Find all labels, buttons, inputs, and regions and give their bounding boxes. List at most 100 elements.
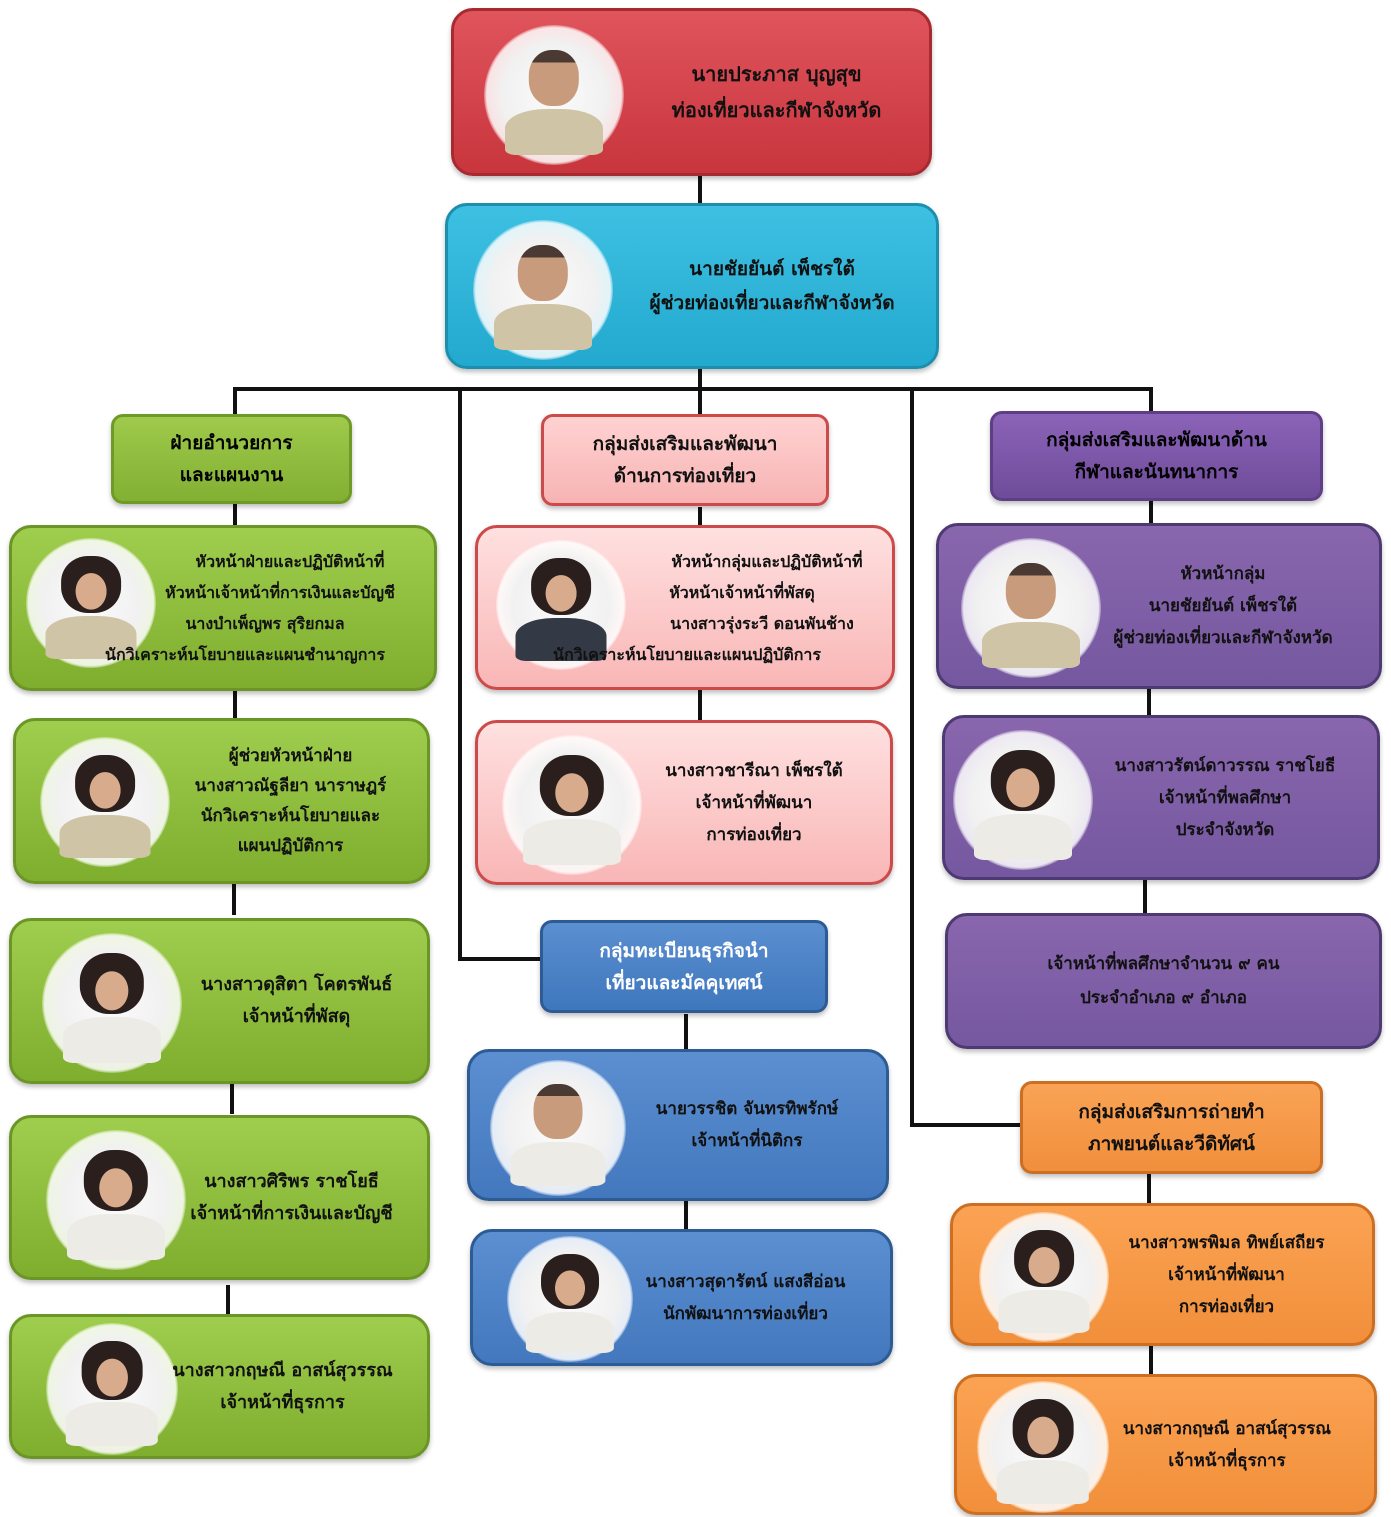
director-title: ท่องเที่ยวและกีฬาจังหวัด [671, 98, 882, 122]
text-line: นางบำเพ็ญพร สุริยกมล [185, 614, 345, 633]
connector-line [230, 1084, 234, 1114]
member-photo [46, 1323, 178, 1455]
connector-line [1147, 688, 1151, 716]
assistant-text: นายชัยยันต์ เพ็ชรใต้ ผู้ช่วยท่องเที่ยวแล… [618, 206, 926, 366]
head-shape [75, 755, 135, 813]
assistant-photo [473, 220, 613, 360]
text-line: นางสาวดุสิตา โคตรพันธ์ [200, 974, 393, 995]
uniform-shape [510, 1141, 606, 1187]
connector-line [1149, 387, 1153, 413]
connector-line [226, 1285, 230, 1315]
header-line: กีฬาและนันทนาการ [1074, 461, 1239, 483]
connector-line [458, 387, 462, 959]
registry-member-card: นางสาวสุดารัตน์ แสงสีอ่อน นักพัฒนาการท่อ… [470, 1229, 893, 1366]
text-line: นางสาวกฤษณี อาสน์สุวรรณ [1122, 1418, 1332, 1439]
text-line: แผนปฏิบัติการ [237, 836, 344, 856]
header-line: ฝ่ายอำนวยการ [170, 432, 293, 454]
film-member-card: นางสาวพรพิมล ทิพย์เสถียร เจ้าหน้าที่พัฒน… [950, 1203, 1375, 1346]
admin-header: ฝ่ายอำนวยการ และแผนงาน [111, 414, 352, 504]
uniform-shape [515, 618, 607, 661]
uniform-shape [523, 819, 621, 866]
text-line: หัวหน้ากลุ่มและปฏิบัติหน้าที่ [671, 551, 863, 571]
admin-member-card: นางสาวศิริพร ราชโยธี เจ้าหน้าที่การเงินแ… [9, 1115, 430, 1280]
tourism-header: กลุ่มส่งเสริมและพัฒนา ด้านการท่องเที่ยว [541, 414, 829, 506]
member-text: นางสาวสุดารัตน์ แสงสีอ่อน นักพัฒนาการท่อ… [613, 1232, 878, 1363]
admin-member-card: นางสาวดุสิตา โคตรพันธ์ เจ้าหน้าที่พัสดุ [9, 918, 430, 1084]
text-line: เจ้าหน้าที่นิติกร [691, 1131, 803, 1151]
text-line: นางสาวรุ่งระวี ดอนพันช้าง [670, 613, 854, 633]
uniform-shape [65, 1402, 159, 1446]
text-line: นางสาวรัตน์ดาวรรณ ราชโยธี [1114, 755, 1336, 776]
text-line: นางสาวกฤษณี อาสน์สุวรรณ [172, 1359, 393, 1381]
head-shape [533, 1084, 583, 1139]
sports-header: กลุ่มส่งเสริมและพัฒนาด้าน กีฬาและนันทนาก… [990, 411, 1323, 501]
connector-line [698, 507, 702, 527]
connector-line [233, 690, 237, 720]
connector-line [232, 883, 236, 915]
member-photo [40, 737, 170, 867]
head-shape [531, 558, 591, 616]
head-shape [539, 754, 605, 817]
member-photo [496, 540, 626, 670]
sports-member-card: เจ้าหน้าที่พลศึกษาจำนวน ๙ คน ประจำอำเภอ … [945, 913, 1382, 1049]
director-name: นายประภาส บุญสุข [691, 62, 862, 86]
uniform-shape [982, 622, 1080, 669]
uniform-shape [974, 814, 1072, 861]
uniform-shape [505, 109, 603, 156]
text-line: นางสาวศิริพร ราชโยธี [204, 1170, 379, 1192]
connector-line [1143, 879, 1147, 915]
header-line: ภาพยนต์และวีดิทัศน์ [1088, 1132, 1255, 1155]
header-line: กลุ่มทะเบียนธุรกิจนำ [599, 939, 769, 962]
connector-line [910, 387, 914, 1125]
text-line: นางสาวชารีณา เพ็ชรใต้ [665, 760, 843, 781]
connector-line [698, 387, 702, 415]
member-text: นางสาวรัตน์ดาวรรณ ราชโยธี เจ้าหน้าที่พลศ… [1085, 718, 1365, 877]
member-text: นางสาวศิริพร ราชโยธี เจ้าหน้าที่การเงินแ… [172, 1118, 411, 1277]
text-line: นักวิเคราะห์นโยบายและแผนชำนาญการ [105, 645, 385, 664]
film-header: กลุ่มส่งเสริมการถ่ายทำ ภาพยนต์และวีดิทัศ… [1020, 1081, 1323, 1174]
member-photo [953, 730, 1093, 870]
connector-line [698, 368, 702, 390]
uniform-shape [59, 815, 151, 858]
head-shape [61, 556, 121, 614]
member-photo [46, 1130, 186, 1270]
text-line: นางสาวพรพิมล ทิพย์เสถียร [1128, 1232, 1325, 1253]
member-text: นางสาวชารีณา เพ็ชรใต้ เจ้าหน้าที่พัฒนา ก… [638, 723, 870, 882]
member-photo [42, 933, 182, 1073]
uniform-shape [67, 1214, 165, 1261]
uniform-shape [63, 1017, 161, 1064]
assistant-name: นายชัยยันต์ เพ็ชรใต้ [689, 258, 855, 280]
text-line: เจ้าหน้าที่พัสดุ [242, 1006, 351, 1027]
connector-line [458, 957, 542, 961]
admin-member-card: นางสาวกฤษณี อาสน์สุวรรณ เจ้าหน้าที่ธุรกา… [9, 1314, 430, 1459]
text-line: เจ้าหน้าที่การเงินและบัญชี [190, 1202, 393, 1224]
text-line: นักวิเคราะห์นโยบายและ [200, 806, 381, 826]
head-shape [81, 1341, 143, 1400]
connector-line [1149, 500, 1153, 524]
film-member-card: นางสาวกฤษณี อาสน์สุวรรณ เจ้าหน้าที่ธุรกา… [954, 1374, 1377, 1515]
tourism-member-card: หัวหน้ากลุ่มและปฏิบัติหน้าที่ หัวหน้าเจ้… [475, 525, 895, 690]
text-line: นายวรรชิต จันทรทิพรักษ์ [655, 1099, 839, 1119]
text-line: เจ้าหน้าที่พัฒนา [1168, 1264, 1285, 1285]
head-shape [990, 749, 1056, 812]
text-line: ผู้ช่วยท่องเที่ยวและกีฬาจังหวัด [1113, 628, 1333, 648]
text-line: เจ้าหน้าที่พลศึกษา [1158, 787, 1292, 808]
connector-line [684, 1200, 688, 1230]
header-line: ด้านการท่องเที่ยว [613, 465, 757, 487]
member-photo [26, 538, 156, 668]
text-line: เจ้าหน้าที่พลศึกษาจำนวน ๙ คน [1047, 954, 1280, 974]
connector-line [233, 387, 237, 415]
director-photo [484, 25, 624, 165]
text-line: ประจำจังหวัด [1175, 819, 1275, 840]
head-shape [1014, 1230, 1074, 1288]
head-shape [79, 952, 145, 1015]
text-line: เจ้าหน้าที่ธุรการ [1168, 1450, 1286, 1471]
text-line: ประจำอำเภอ ๙ อำเภอ [1080, 988, 1247, 1008]
assistant-card: นายชัยยันต์ เพ็ชรใต้ ผู้ช่วยท่องเที่ยวแล… [445, 203, 939, 369]
header-line: กลุ่มส่งเสริมและพัฒนา [592, 433, 778, 455]
head-shape [83, 1149, 149, 1212]
header-line: เที่ยวและมัคคุเทศน์ [605, 971, 763, 994]
header-line: กลุ่มส่งเสริมการถ่ายทำ [1078, 1100, 1265, 1123]
admin-member-card: ผู้ช่วยหัวหน้าฝ่าย นางสาวณัฐลียา นาราษฎร… [13, 718, 430, 884]
member-photo [977, 1381, 1109, 1513]
